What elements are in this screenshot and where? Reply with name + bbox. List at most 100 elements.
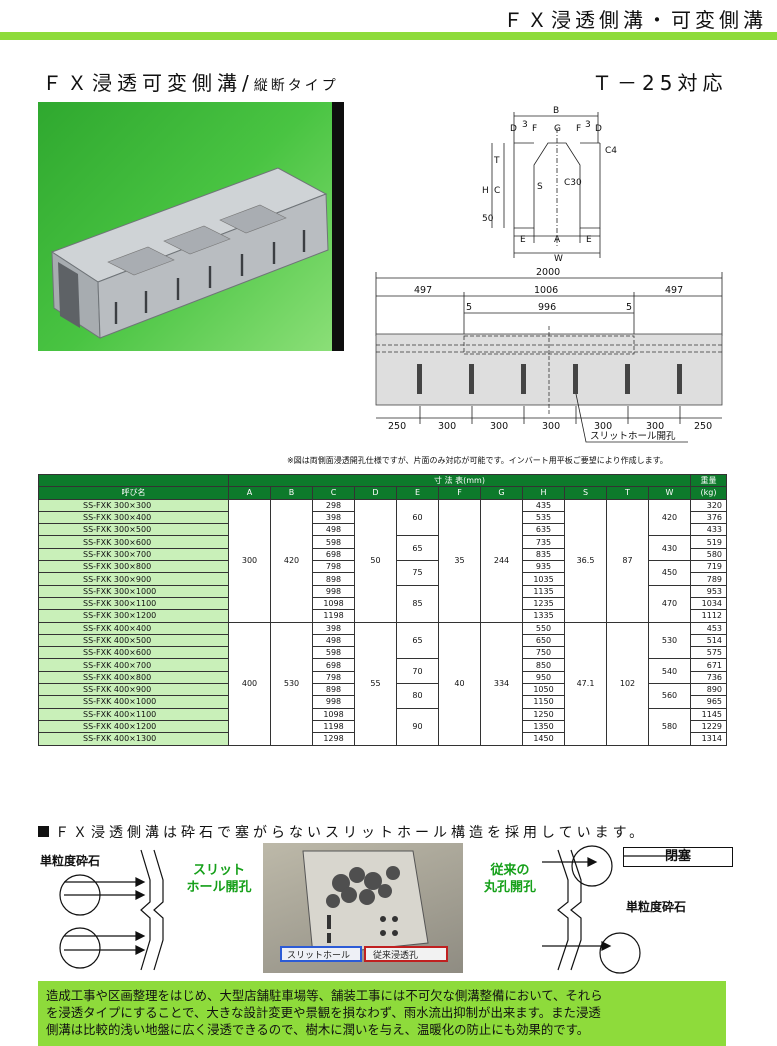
table-cell: 698 — [312, 658, 355, 672]
plan-drawing: 2000 497 1006 497 5 996 5 250 300 300 30… — [375, 267, 723, 443]
col-H: H — [522, 486, 565, 500]
table-cell: 736 — [690, 670, 728, 685]
load-rating: Ｔ－25対応 — [592, 71, 728, 95]
table-cell: 1198 — [312, 609, 355, 623]
col-A: A — [228, 486, 271, 500]
slit-holes — [417, 364, 682, 394]
dim-bottom-4: 300 — [542, 421, 560, 432]
table-cell: SS-FXK 400×900 — [38, 683, 229, 697]
dimension-table: 寸 法 表(mm) 重量 呼び名 A B C D E F G H S T W (… — [38, 473, 728, 746]
label-3-right: 3 — [585, 120, 591, 130]
table-cell: 498 — [312, 633, 355, 648]
table-cell: 1135 — [522, 584, 565, 598]
dim-top-left: 497 — [414, 285, 432, 296]
table-cell: 334 — [480, 621, 523, 746]
table-cell: 453 — [690, 621, 728, 635]
table-cell: 1298 — [312, 732, 355, 746]
dim-inner-right: 5 — [626, 302, 632, 313]
table-cell: 671 — [690, 658, 728, 672]
table-cell: 789 — [690, 572, 728, 586]
cross-section-drawing: B D 3 F G F 3 D C4 C30 T H C S 50 E A E … — [482, 106, 617, 263]
table-cell: 580 — [647, 707, 692, 746]
table-cell: 998 — [312, 695, 355, 709]
table-cell: 1250 — [522, 707, 565, 721]
table-cell: 300 — [228, 498, 271, 623]
photo-edge — [332, 102, 344, 351]
comparison-photo: スリットホール 従来浸透孔 — [263, 843, 463, 973]
col-B: B — [270, 486, 313, 500]
label-C30: C30 — [564, 178, 582, 188]
table-cell: 470 — [647, 584, 692, 623]
round-hole-label-line1: 従来の — [490, 863, 530, 878]
col-C: C — [312, 486, 355, 500]
table-cell: 102 — [606, 621, 649, 746]
right-gravel-label: 単粒度砕石 — [626, 900, 687, 914]
table-cell: 514 — [690, 633, 728, 648]
slit-hole-label-line2: ホール開孔 — [186, 880, 252, 895]
table-cell: SS-FXK 400×500 — [38, 633, 229, 648]
round-hole-label-line2: 丸孔開孔 — [483, 880, 536, 895]
table-cell: SS-FXK 300×300 — [38, 498, 229, 512]
table-cell: 798 — [312, 670, 355, 685]
label-C4: C4 — [605, 146, 617, 156]
comparison-photo-art: スリットホール 従来浸透孔 — [280, 850, 448, 962]
table-cell: 1112 — [690, 609, 728, 623]
label-C: C — [494, 186, 500, 196]
table-cell: SS-FXK 300×400 — [38, 510, 229, 525]
table-cell: 750 — [522, 646, 565, 660]
table-cell: 735 — [522, 535, 565, 549]
table-cell: 1229 — [690, 719, 728, 734]
photo-tag-conventional: 従来浸透孔 — [373, 949, 418, 961]
product-photo — [38, 102, 344, 351]
dim-total: 2000 — [536, 267, 560, 278]
slit-structure-text: ＦＸ浸透側溝は砕石で塞がらないスリットホール構造を採用しています。 — [55, 825, 648, 841]
table-cell: 398 — [312, 510, 355, 525]
table-cell: SS-FXK 300×700 — [38, 547, 229, 562]
slit-hole-label-green: スリット ホール開孔 — [175, 862, 263, 896]
table-cell: SS-FXK 400×1000 — [38, 695, 229, 709]
product-title: ＦＸ浸透可変側溝/縦断タイプ — [42, 67, 339, 96]
label-T: T — [493, 156, 500, 166]
table-cell: 65 — [396, 535, 439, 562]
table-cell: 540 — [647, 658, 692, 685]
table-cell: 65 — [396, 621, 439, 660]
col-name: 呼び名 — [38, 486, 229, 500]
table-cell: SS-FXK 400×700 — [38, 658, 229, 672]
label-B: B — [553, 106, 559, 116]
table-cell: 35 — [438, 498, 481, 623]
table-cell: 1335 — [522, 609, 565, 623]
label-3-left: 3 — [522, 120, 528, 130]
table-cell: 450 — [647, 560, 692, 586]
dim-top-middle: 1006 — [534, 285, 558, 296]
table-cell: 698 — [312, 547, 355, 562]
table-cell: 598 — [312, 646, 355, 660]
product-title-slash: / — [242, 71, 254, 95]
table-cell: 890 — [690, 683, 728, 697]
table-cell: 1450 — [522, 732, 565, 746]
table-cell: 80 — [396, 683, 439, 709]
dim-bottom-1: 250 — [388, 421, 406, 432]
slit-hole-label-line1: スリット — [192, 863, 245, 878]
table-cell: 70 — [396, 658, 439, 685]
table-cell: 430 — [647, 535, 692, 562]
table-cell: 898 — [312, 572, 355, 586]
label-50: 50 — [482, 214, 494, 224]
label-H: H — [482, 186, 489, 196]
col-kg: (kg) — [690, 486, 728, 500]
table-cell: 560 — [647, 683, 692, 709]
slit-hole-label: スリットホール開孔 — [590, 431, 676, 442]
table-cell: 798 — [312, 560, 355, 574]
table-cell: SS-FXK 300×1000 — [38, 584, 229, 598]
table-cell: SS-FXK 400×1100 — [38, 707, 229, 721]
dim-bottom-6: 300 — [646, 421, 664, 432]
table-header-dims: 寸 法 表(mm) — [227, 473, 692, 488]
table-cell: 435 — [522, 498, 565, 512]
